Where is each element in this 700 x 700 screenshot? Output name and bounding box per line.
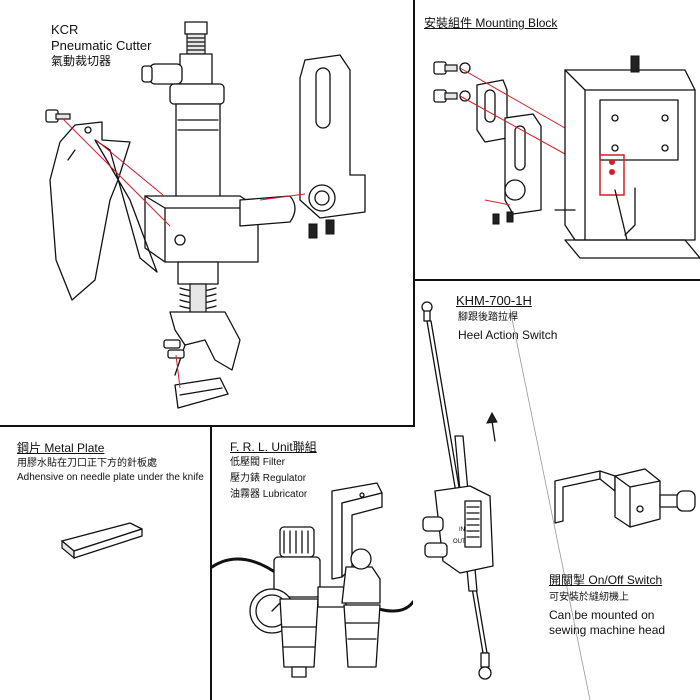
frl-item-lubricator-en: Lubricator: [262, 489, 308, 500]
frl-title-zh: 聯組: [292, 440, 317, 454]
frl-unit-illustration: [212, 482, 413, 678]
plate-desc-zh: 用膠水貼在刀口正下方的針板處: [17, 458, 157, 469]
pneumatic-cutter-illustration: [45, 21, 366, 409]
onoff-desc-en-1: Can be mounted on: [549, 608, 655, 622]
divider-horizontal-right: [413, 279, 700, 281]
frl-title: F. R. L. Unit聯組: [230, 440, 317, 454]
cutter-name-zh: 氣動裁切器: [51, 54, 112, 68]
mounting-title-zh: 安裝組件: [424, 16, 473, 30]
frl-item-filter: 低壓閥 Filter: [230, 457, 285, 469]
khm-model: KHM-700-1H: [456, 293, 532, 308]
frl-item-regulator: 壓力錶 Regulator: [230, 473, 306, 485]
panel-pneumatic-cutter: KCR Pneumatic Cutter 氣動裁切器: [0, 0, 413, 425]
onoff-title-zh: 開關掣: [549, 573, 586, 587]
metal-plate-illustration: [61, 522, 143, 560]
onoff-desc-zh: 可安裝於縫紉機上: [549, 592, 629, 603]
panel-mounting-block: 安裝組件 Mounting Block: [415, 0, 700, 279]
panel-heel-action-switch: KHM-700-1H 腳跟後踏拉桿 Heel Action Switch IN …: [415, 281, 700, 700]
panel-frl-unit: F. R. L. Unit聯組 低壓閥 Filter 壓力錶 Regulator…: [212, 427, 413, 700]
plate-title-zh: 鋼片: [17, 441, 42, 455]
frl-item-regulator-en: Regulator: [262, 473, 307, 484]
onoff-desc-en-2: sewing machine head: [549, 623, 666, 637]
frl-item-lubricator: 油霧器 Lubricator: [230, 489, 307, 501]
divider-vertical-top: [413, 0, 415, 427]
frl-title-en: F. R. L. Unit: [230, 440, 293, 454]
frl-item-filter-en: Filter: [262, 457, 286, 468]
plate-title: 鋼片 Metal Plate: [17, 441, 104, 455]
onoff-title-en: On/Off Switch: [588, 573, 663, 587]
frl-item-filter-zh: 低壓閥: [230, 457, 260, 468]
khm-scale-out: OUT: [453, 539, 466, 545]
frl-item-lubricator-zh: 油霧器: [230, 489, 260, 500]
khm-name-en: Heel Action Switch: [458, 328, 558, 342]
heel-action-switch-illustration: IN OUT: [421, 301, 696, 700]
cutter-model: KCR: [51, 22, 79, 37]
frl-item-regulator-zh: 壓力錶: [230, 473, 260, 484]
divider-vertical-bottom: [210, 425, 212, 700]
mounting-title-en: Mounting Block: [475, 16, 558, 30]
mounting-block-illustration: [433, 55, 700, 259]
onoff-title: 開關掣 On/Off Switch: [549, 573, 662, 587]
mounting-title: 安裝組件 Mounting Block: [424, 16, 557, 30]
plate-desc-en: Adhensive on needle plate under the knif…: [17, 472, 204, 483]
khm-name-zh: 腳跟後踏拉桿: [458, 312, 518, 323]
plate-title-en: Metal Plate: [44, 441, 105, 455]
panel-metal-plate: 鋼片 Metal Plate 用膠水貼在刀口正下方的針板處 Adhensive …: [0, 427, 210, 700]
khm-scale-in: IN: [459, 527, 465, 533]
divider-horizontal-left: [0, 425, 415, 427]
cutter-name-en: Pneumatic Cutter: [51, 38, 152, 53]
